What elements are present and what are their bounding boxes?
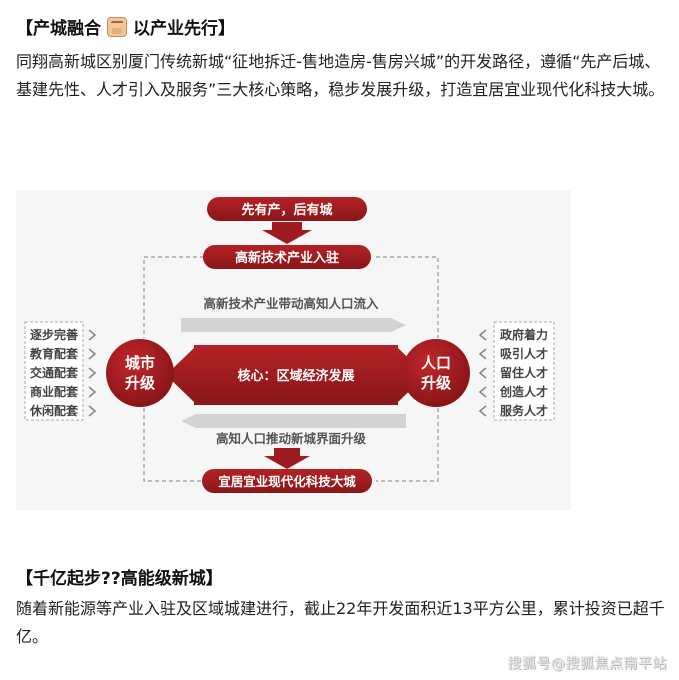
section1-heading-suffix: 以产业先行】 (133, 19, 235, 39)
right-list-box (493, 321, 555, 421)
right_items-item: 吸引人才 (500, 346, 548, 361)
down-arrow-1 (262, 222, 312, 244)
section1-paragraph: 同翔高新城区别厦门传统新城“征地拆迁-售地造房-售房兴城”的开发路径，遵循“先产… (16, 52, 665, 99)
bottom-banner-label: 宜居宜业现代化科技大城 (218, 474, 356, 489)
strategy-diagram-svg: 先有产，后有城 高新技术产业入驻 高新技术产业带动高知人口流入 核心：区域经济发… (24, 197, 555, 493)
chevron-icon (478, 348, 487, 360)
chevron-icon (88, 386, 97, 398)
city-upgrade-circle (106, 339, 174, 407)
top-banner (207, 197, 367, 221)
bottom-banner (202, 469, 372, 493)
section1-heading-prefix: 【产城融合 (16, 19, 101, 39)
city-upgrade-line1: 城市 (125, 354, 155, 372)
left_items-item: 休闲配套 (29, 403, 79, 418)
core-label: 核心：区域经济发展 (237, 368, 355, 384)
section1-heading: 【产城融合 以产业先行】 (16, 14, 235, 39)
right-chevrons (478, 329, 487, 417)
down-arrow-2 (264, 448, 310, 469)
chevron-icon (478, 367, 487, 379)
watermark: 搜狐号@搜狐焦点南平站 (507, 656, 667, 672)
chevron-icon (88, 329, 97, 341)
flow-text-bottom: 高知人口推动新城界面升级 (216, 431, 367, 446)
city-upgrade-line2: 升级 (125, 374, 156, 392)
chevron-icon (88, 348, 97, 360)
population-upgrade-circle (402, 339, 470, 407)
grey-arrow-band-top (181, 318, 406, 332)
chevron-icon (478, 405, 487, 417)
right_items-item: 留住人才 (500, 365, 548, 380)
strategy-diagram: 先有产，后有城 高新技术产业入驻 高新技术产业带动高知人口流入 核心：区域经济发… (16, 190, 571, 510)
right_items-item: 政府着力 (500, 327, 548, 342)
section2-paragraph: 随着新能源等产业入驻及区域城建进行，截止22年开发面积近13平方公里，累计投资已… (16, 599, 665, 646)
left-list-box (24, 321, 84, 421)
population-upgrade-line1: 人口 (421, 354, 451, 372)
dashed-connector-right (376, 256, 439, 482)
top-banner-label: 先有产，后有城 (241, 202, 332, 218)
second-banner-label: 高新技术产业入驻 (235, 250, 339, 266)
left_items-item: 商业配套 (30, 384, 79, 399)
section2-heading: 【千亿起步??高能级新城】 (16, 569, 223, 589)
chevron-icon (478, 386, 487, 398)
left_items-item: 交通配套 (30, 365, 79, 380)
chevron-icon (88, 367, 97, 379)
grey-arrow-band-bottom (181, 414, 406, 428)
population-upgrade-line2: 升级 (421, 374, 452, 392)
core-box (194, 345, 398, 405)
chevron-icon (88, 405, 97, 417)
right_items-item: 创造人才 (499, 384, 548, 399)
second-banner (203, 245, 371, 269)
flow-text-top: 高新技术产业带动高知人口流入 (203, 296, 379, 311)
left-chevrons (88, 329, 97, 417)
right_items-item: 服务人才 (500, 403, 548, 418)
dashed-connector-left (143, 256, 211, 482)
fist-icon (107, 16, 127, 37)
chevron-icon (478, 329, 487, 341)
left_items-item: 教育配套 (29, 346, 79, 361)
left_items-item: 逐步完善 (30, 327, 78, 342)
